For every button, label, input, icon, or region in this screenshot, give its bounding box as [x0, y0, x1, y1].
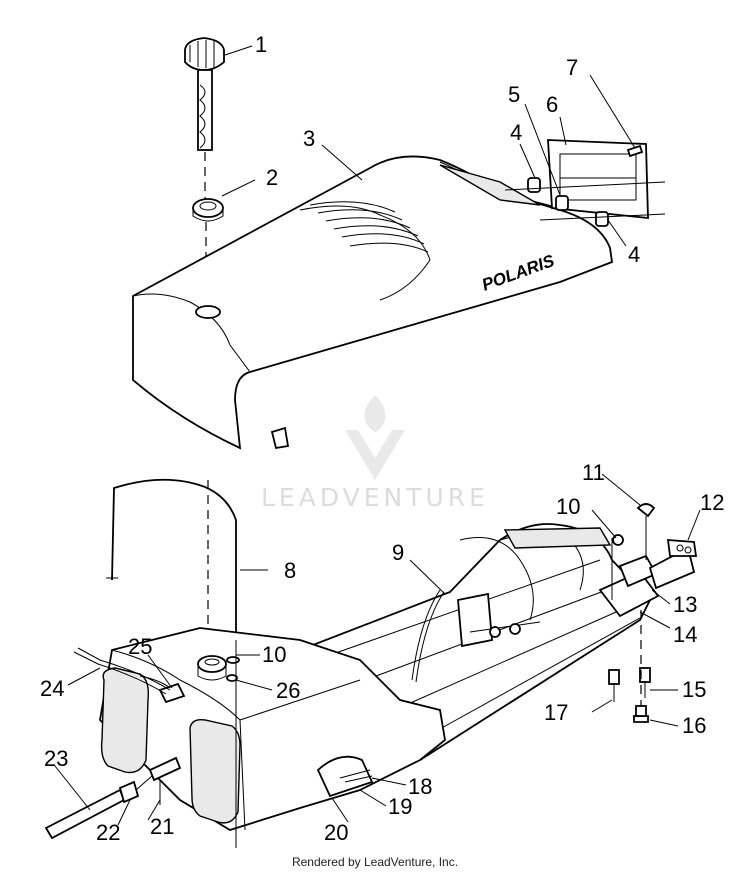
seat-latch-hardware [504, 139, 666, 227]
callout-10-lower: 10 [262, 642, 286, 667]
heat-shield-part [106, 478, 237, 640]
callout-12: 12 [700, 490, 724, 515]
callout-17: 17 [544, 700, 568, 725]
render-credit: Rendered by LeadVenture, Inc. [291, 855, 459, 869]
callout-21: 21 [150, 814, 174, 839]
callout-10-upper: 10 [556, 494, 580, 519]
callout-13: 13 [673, 592, 697, 617]
switch-bracket-part [598, 503, 698, 618]
callout-2: 2 [266, 165, 278, 190]
callout-3: 3 [303, 126, 315, 151]
callout-18: 18 [408, 774, 432, 799]
callout-8: 8 [284, 558, 296, 583]
fuel-cap-part [184, 37, 225, 200]
lower-leaders [54, 473, 701, 826]
callout-24: 24 [40, 676, 64, 701]
callout-20: 20 [324, 820, 348, 845]
grommet-part [192, 198, 224, 222]
callout-22: 22 [96, 820, 120, 845]
callout-11: 11 [582, 460, 605, 485]
callout-7: 7 [566, 55, 578, 80]
flame-logo-icon [345, 395, 405, 480]
callout-6: 6 [546, 92, 558, 117]
callout-4-upper: 4 [510, 120, 522, 145]
upper-leaders [221, 45, 636, 247]
fasteners-part [608, 610, 651, 723]
callout-23: 23 [44, 746, 68, 771]
callout-4-lower: 4 [628, 242, 640, 267]
watermark: LEADVENTURE [261, 395, 489, 512]
callout-15: 15 [682, 677, 706, 702]
callout-9: 9 [392, 540, 404, 565]
callout-labels: 1 2 3 4 4 5 6 7 8 9 10 10 11 12 13 14 15… [40, 32, 724, 845]
fuel-tank-part [99, 627, 446, 831]
callout-1: 1 [255, 32, 267, 57]
callout-5: 5 [508, 82, 520, 107]
seat-part: POLARIS [132, 155, 613, 450]
watermark-text: LEADVENTURE [261, 483, 489, 512]
callout-19: 19 [388, 794, 412, 819]
callout-16: 16 [682, 713, 706, 738]
callout-25: 25 [128, 634, 152, 659]
callout-26: 26 [276, 678, 300, 703]
callout-14: 14 [673, 622, 697, 647]
fuel-lines-part [44, 640, 237, 848]
